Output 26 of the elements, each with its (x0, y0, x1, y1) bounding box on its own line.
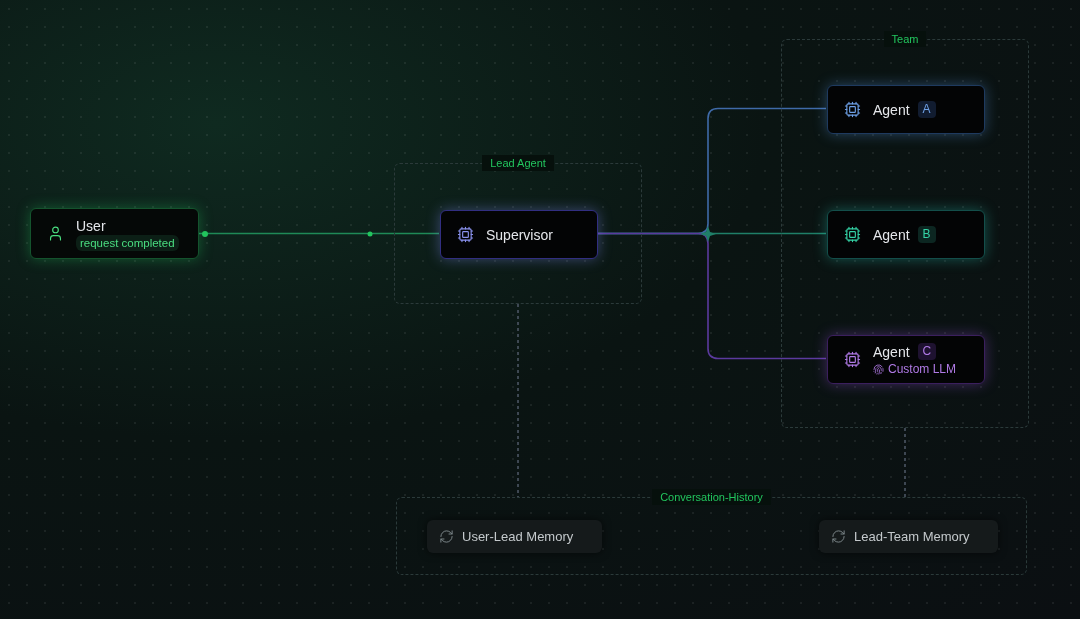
agent-card (827, 335, 985, 384)
agent-card (827, 85, 985, 134)
connector-line (517, 303, 519, 498)
node-title: Agent (873, 225, 910, 244)
connector-line (596, 232, 827, 360)
user-card (30, 208, 199, 259)
node-title: User-Lead Memory (462, 528, 574, 545)
node-title: User (76, 216, 106, 235)
agent-badge: C (917, 343, 937, 360)
memory-card (819, 520, 998, 553)
model-label: Custom LLM (888, 361, 957, 377)
agent-badge: A (917, 101, 936, 118)
connector-line (198, 232, 440, 235)
agent-card (827, 210, 985, 259)
group-label: Team (883, 31, 927, 47)
agent-card (440, 210, 598, 259)
group-label: Lead Agent (482, 155, 554, 171)
node-title: Agent (873, 100, 910, 119)
agent-badge: B (917, 226, 936, 243)
node-title: Supervisor (486, 225, 553, 244)
connector-line (904, 427, 906, 498)
group-label: Conversation-History (652, 489, 771, 505)
status-pill: request completed (76, 234, 179, 251)
memory-card (427, 520, 602, 553)
node-title: Lead-Team Memory (854, 528, 970, 545)
node-title: Agent (873, 342, 910, 361)
